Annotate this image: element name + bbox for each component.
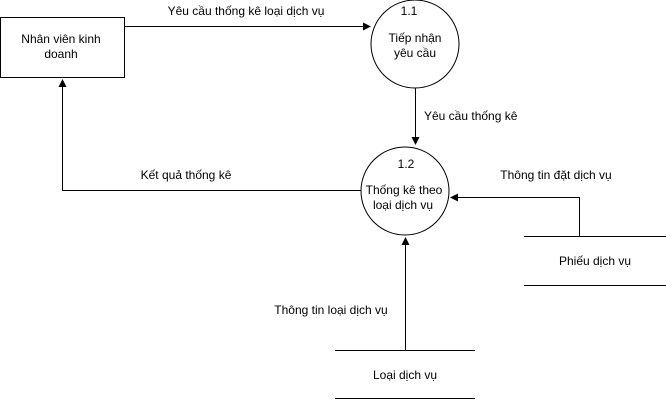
entity-label-line1: Nhân viên kinh: [21, 32, 100, 46]
flow-request-to-process-1-1[interactable]: Yêu cầu thống kê loại dịch vụ: [124, 4, 371, 31]
flow-request-label: Yêu cầu thống kê loại dịch vụ: [168, 4, 325, 18]
process-1-2-id: 1.2: [398, 157, 415, 171]
flow-phieu-label: Thông tin đặt dịch vụ: [500, 168, 611, 182]
flow-result-arrow: [58, 79, 361, 191]
process-1-2-label-line1: Thống kê theo: [366, 183, 443, 197]
process-1-2-label-line2: loại dịch vụ: [373, 198, 433, 212]
process-1-1-label-line2: yêu cầu: [394, 46, 436, 60]
entity-label-line2: doanh: [44, 47, 77, 61]
entity-nhan-vien-kinh-doanh[interactable]: Nhân viên kinh doanh: [0, 17, 125, 78]
process-1-2[interactable]: 1.2 Thống kê theo loại dịch vụ: [360, 146, 450, 236]
store-phieu-label: Phiếu dịch vụ: [559, 254, 631, 268]
flow-result-to-entity[interactable]: Kết quả thống kê: [58, 79, 362, 191]
process-1-1[interactable]: 1.1 Tiếp nhận yêu cầu: [370, 0, 460, 89]
flow-phieu-to-process-1-2[interactable]: Thông tin đặt dịch vụ: [450, 168, 612, 236]
entity-box: [0, 17, 125, 78]
flow-loai-label: Thông tin loại dịch vụ: [274, 303, 387, 317]
store-loai-label: Loại dịch vụ: [373, 368, 437, 382]
flow-loai-to-process-1-2[interactable]: Thông tin loại dịch vụ: [274, 237, 410, 350]
process-1-1-label-line1: Tiếp nhận: [389, 31, 442, 45]
flow-process-1-1-to-1-2[interactable]: Yêu cầu thống kê: [411, 88, 518, 145]
flow-p1-p2-label: Yêu cầu thống kê: [424, 109, 518, 123]
data-store-phieu-dich-vu[interactable]: Phiếu dịch vụ: [524, 236, 666, 286]
flow-result-label: Kết quả thống kê: [141, 168, 232, 182]
data-store-loai-dich-vu[interactable]: Loại dịch vụ: [335, 350, 475, 399]
process-1-1-id: 1.1: [401, 4, 418, 18]
flow-phieu-arrow: [450, 193, 580, 236]
